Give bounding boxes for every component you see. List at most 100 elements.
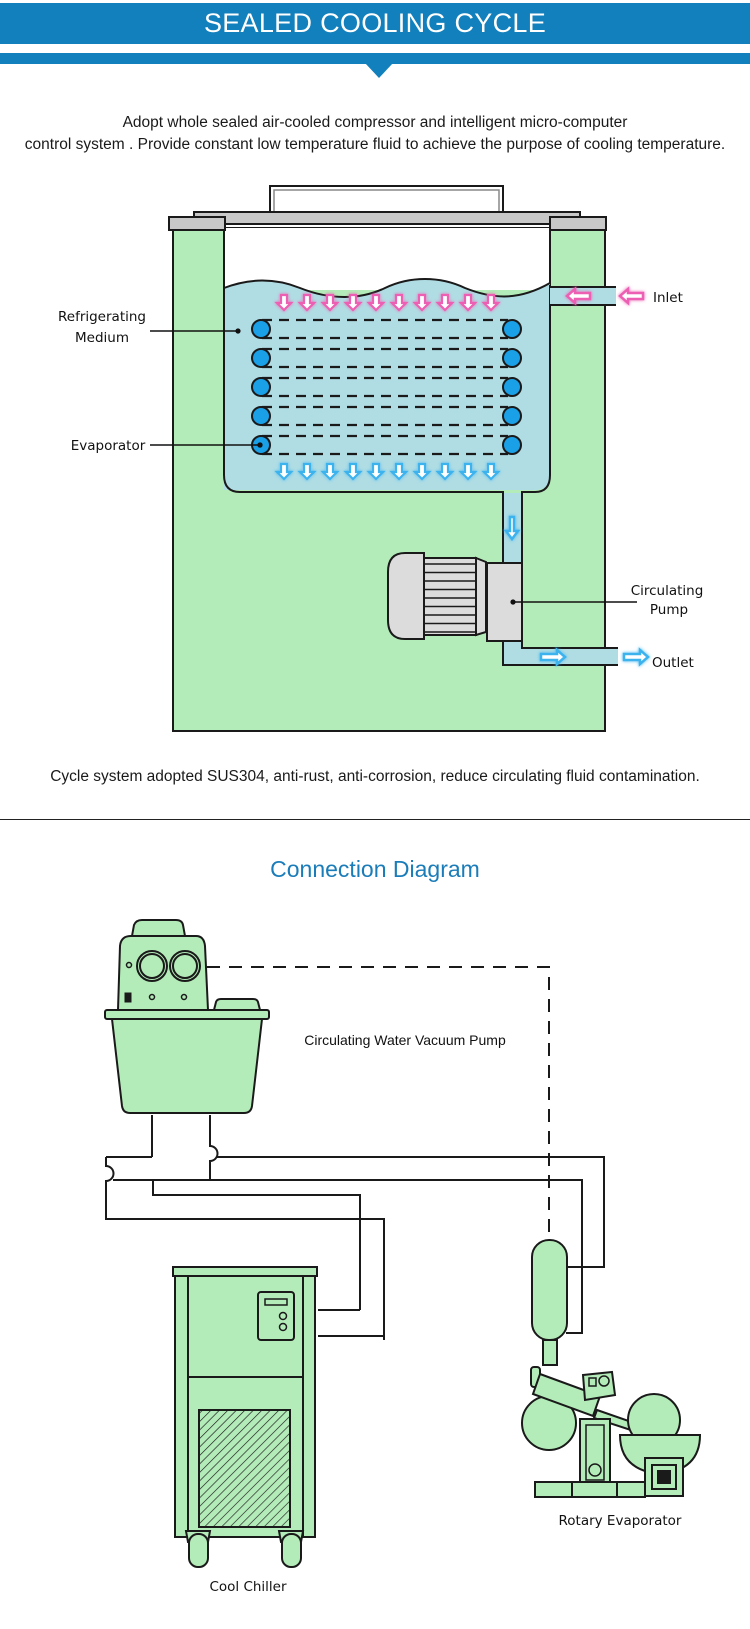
chiller-display	[264, 1298, 288, 1306]
refrigerating-medium-label-1: Refrigerating	[58, 309, 146, 325]
motor-housing	[581, 1370, 617, 1402]
section-divider	[0, 819, 750, 820]
inlet-label: Inlet	[653, 290, 683, 306]
cold-arrow-icon	[274, 462, 294, 481]
circulating-pump	[387, 552, 523, 642]
support-column-inner	[585, 1424, 605, 1481]
cold-arrow-icon	[481, 462, 501, 481]
callout-dot	[510, 599, 516, 605]
tank-cavity	[224, 228, 550, 290]
cold-flow-arrows	[274, 462, 501, 481]
evaporator-label: Evaporator	[71, 438, 146, 454]
pipe-second-run	[113, 1179, 583, 1334]
cold-arrow-icon	[297, 462, 317, 481]
outlet-arrow-inner	[539, 647, 567, 667]
vacuum-gauge-right-ring	[172, 953, 198, 979]
evaporator-coils	[251, 318, 522, 456]
pipe-vacuum-outlet-right	[209, 1115, 219, 1180]
vacuum-pump-tank	[110, 1018, 264, 1114]
inlet-arrows	[565, 286, 645, 306]
warm-arrow-icon	[366, 293, 386, 312]
wheel	[188, 1533, 209, 1568]
section-title: SEALED COOLING CYCLE	[203, 8, 547, 38]
chiller-wheel-right	[277, 1530, 305, 1568]
connection-pipes	[105, 1115, 605, 1340]
intro-line-2: control system . Provide constant low te…	[24, 136, 726, 153]
basin-outline-right	[521, 285, 605, 649]
evaporator-callout: Evaporator	[71, 438, 263, 454]
vacuum-pump-top-cap	[130, 919, 187, 937]
cool-chiller-device	[172, 1266, 318, 1568]
cold-arrow-icon	[435, 462, 455, 481]
vacuum-pump-label: Circulating Water Vacuum Pump	[304, 1032, 506, 1048]
warm-flow-arrows	[274, 293, 501, 312]
chiller-top	[172, 1266, 318, 1277]
rotary-arm	[531, 1372, 602, 1418]
cycle-caption: Cycle system adopted SUS304, anti-rust, …	[50, 768, 700, 785]
pipe-outer-loop	[105, 1157, 385, 1340]
chiller-vent-grille	[198, 1409, 291, 1528]
coil-end-right	[502, 435, 522, 455]
cold-arrow-icon	[412, 462, 432, 481]
condenser-neck	[542, 1339, 558, 1366]
cold-arrow-icon	[389, 462, 409, 481]
cold-arrow-icon	[320, 462, 340, 481]
inlet-arrow-outer	[618, 286, 645, 306]
vacuum-pump-side-lid	[212, 998, 262, 1011]
outlet-arrow-outer	[622, 647, 650, 667]
callout-dot	[257, 442, 263, 448]
vacuum-pump-rim	[104, 1009, 270, 1020]
coil-end-left	[251, 319, 271, 339]
cool-chiller-label: Cool Chiller	[209, 1579, 287, 1595]
vacuum-gauge-left	[136, 950, 168, 982]
lid-right-cap	[549, 216, 607, 231]
pump-fin-lines	[425, 563, 475, 633]
warm-arrow-icon	[435, 293, 455, 312]
chiller-wheel-left	[184, 1530, 212, 1568]
warm-arrow-icon	[412, 293, 432, 312]
warm-arrow-icon	[320, 293, 340, 312]
warm-arrow-icon	[297, 293, 317, 312]
vacuum-pump-device	[104, 919, 270, 1114]
circulating-pump-callout: Circulating Pump	[510, 583, 703, 618]
rotary-evaporator-label: Rotary Evaporator	[559, 1513, 682, 1529]
coil-end-right	[502, 319, 522, 339]
inlet-arrow-inner	[565, 286, 592, 306]
fluid-basin	[224, 279, 550, 490]
warm-arrow-icon	[389, 293, 409, 312]
bath-control	[651, 1464, 677, 1490]
pipe-top-run	[106, 1156, 605, 1268]
banner-strip	[0, 53, 750, 64]
warm-arrow-icon	[458, 293, 478, 312]
circulating-pump-label-1: Circulating	[631, 583, 704, 599]
section-banner: SEALED COOLING CYCLE	[0, 3, 750, 44]
refrigerating-medium-label-2: Medium	[75, 330, 129, 346]
cold-arrow-icon	[343, 462, 363, 481]
condenser-column	[531, 1239, 568, 1341]
coil-end-left	[251, 406, 271, 426]
outlet-arrows	[503, 515, 650, 667]
coil-end-left	[251, 377, 271, 397]
bath-indicator	[657, 1470, 671, 1484]
coil-end-left	[251, 348, 271, 368]
basin-outline-left	[223, 288, 552, 666]
chiller-button-2	[278, 1322, 288, 1332]
pump-coupling	[475, 556, 487, 637]
pump-motor-cap	[387, 552, 425, 640]
vacuum-pump-indicator	[125, 961, 133, 969]
rotary-evaporator-device	[521, 1239, 702, 1498]
vacuum-pump-knob-2	[180, 993, 188, 1001]
motor-switch	[588, 1377, 597, 1387]
intro-text: Adopt whole sealed air-cooled compressor…	[0, 112, 750, 156]
outlet-label: Outlet	[652, 655, 694, 671]
warm-arrow-icon	[481, 293, 501, 312]
lid-plate	[193, 211, 581, 225]
support-knob	[588, 1463, 602, 1477]
connection-diagram-title: Connection Diagram	[270, 856, 480, 882]
vacuum-gauge-right	[169, 950, 201, 982]
sealed-cooling-diagram: Refrigerating Medium Evaporator Inlet Ci…	[58, 185, 703, 732]
vacuum-pump-switch-icon	[124, 992, 132, 1003]
circulating-pump-label-2: Pump	[650, 602, 688, 618]
pipe-down-arrow	[503, 515, 521, 542]
intro-line-1: Adopt whole sealed air-cooled compressor…	[122, 114, 628, 131]
